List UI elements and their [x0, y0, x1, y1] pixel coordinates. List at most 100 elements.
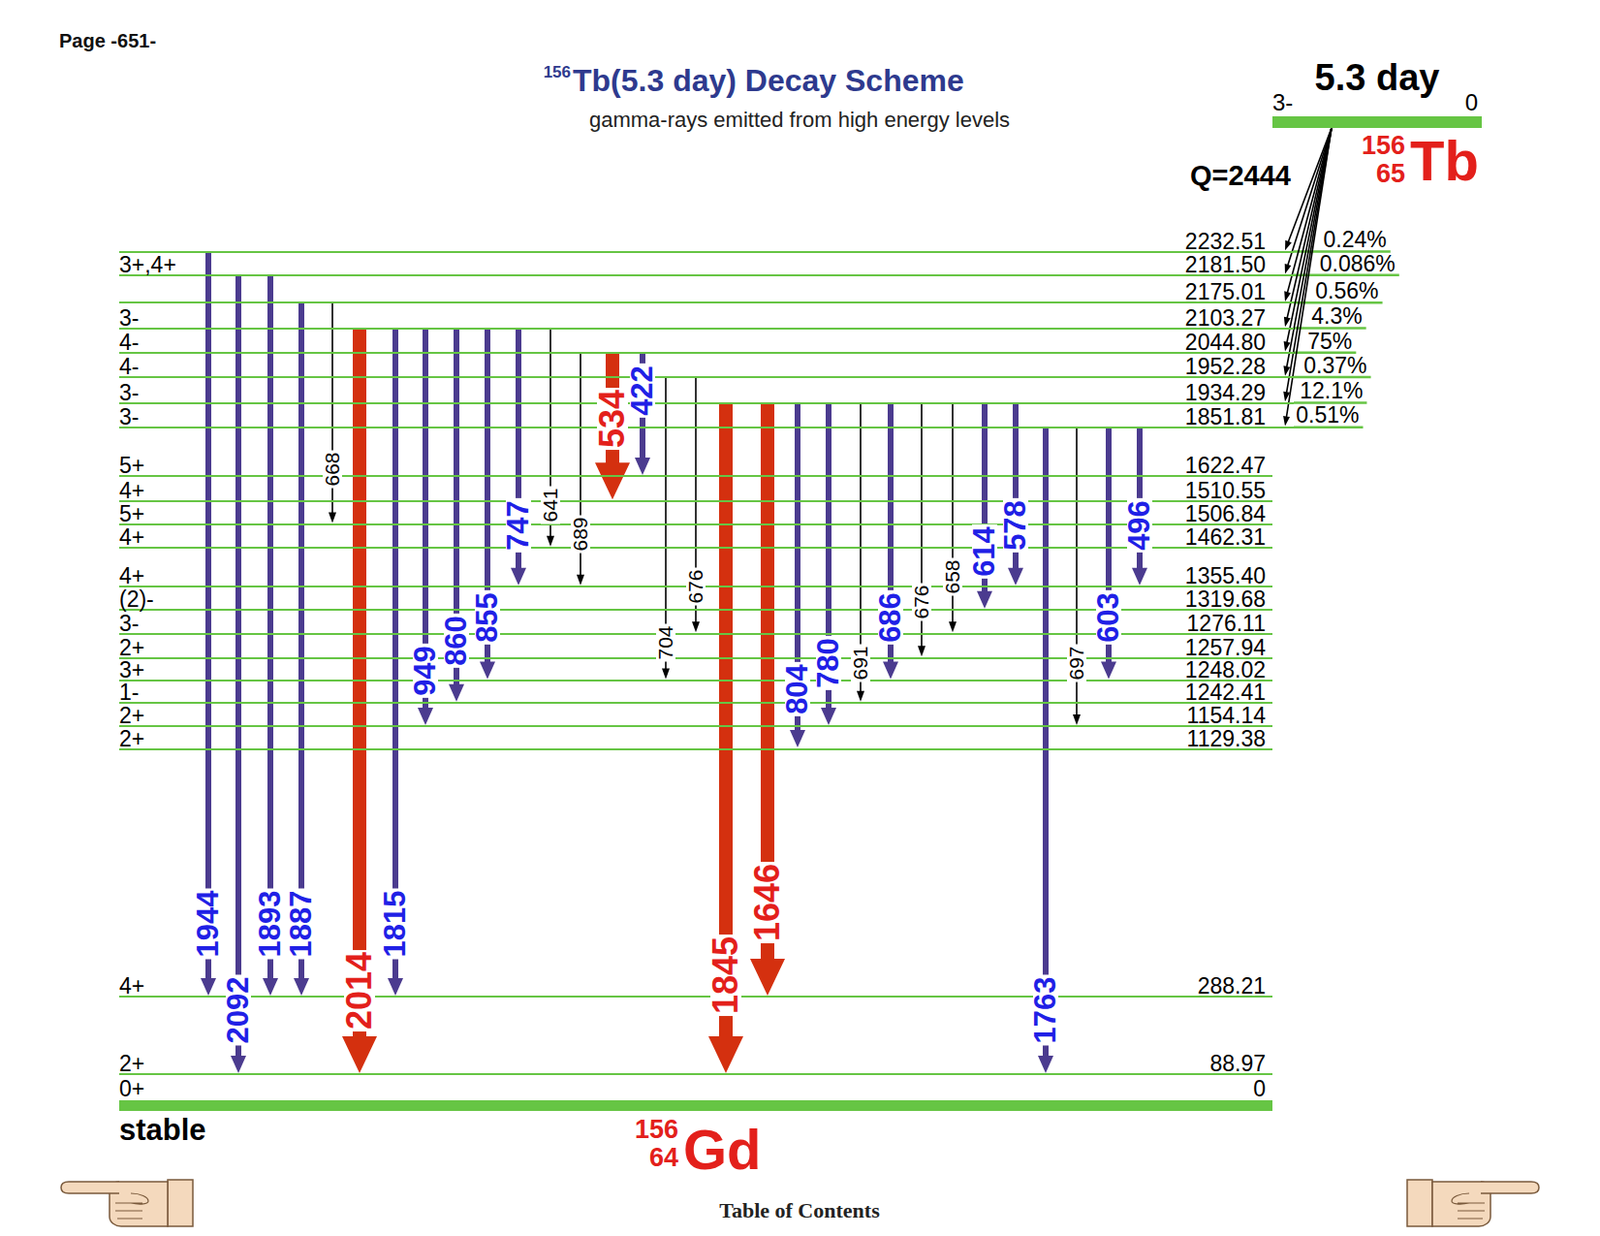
- gamma-energy: 697: [1066, 643, 1087, 682]
- half-life: 5.3 day: [1315, 56, 1441, 99]
- stable-label: stable: [119, 1113, 207, 1147]
- hand-cuff: [167, 1179, 193, 1226]
- gamma-energy: 689: [570, 514, 591, 553]
- gamma-energy: 1887: [288, 888, 314, 960]
- energy-label: 1510.55: [1185, 480, 1266, 501]
- level-extension: [1293, 301, 1383, 305]
- energy-label: 1248.02: [1185, 659, 1266, 680]
- spin-label: 3-: [119, 407, 139, 427]
- gamma-arrow: [750, 402, 785, 996]
- energy-label: 1851.81: [1185, 407, 1266, 427]
- atomic-number: 64: [649, 1143, 679, 1173]
- gamma-energy: 780: [815, 635, 842, 691]
- nav-link: Table of Contents: [719, 1198, 879, 1223]
- element-symbol: Gd: [683, 1118, 762, 1181]
- hand-icons: [61, 1179, 1539, 1226]
- gamma-energy: 578: [1003, 498, 1029, 553]
- energy-label: 1242.41: [1185, 682, 1266, 702]
- gamma-arrow: [328, 302, 337, 523]
- energy-level: 4+288.21: [119, 975, 1273, 998]
- spin-label: 2+: [119, 728, 145, 749]
- hand-finger: [1480, 1181, 1539, 1193]
- beta-intensity: 75%: [1307, 331, 1352, 351]
- energy-label: 1622.47: [1185, 455, 1266, 475]
- spin-label: 0+: [119, 1078, 145, 1099]
- mass-number: 156: [543, 63, 571, 83]
- level-extension: [1293, 326, 1367, 330]
- energy-level: 1-1242.41: [119, 682, 1273, 704]
- energy-level: 4+1462.31: [119, 527, 1273, 549]
- beta-intensity: 12.1%: [1299, 380, 1363, 401]
- energy-level: 2232.51: [119, 231, 1294, 253]
- energy-level: 3+,4+2181.50: [119, 254, 1294, 277]
- energy-label: 2232.51: [1185, 231, 1266, 251]
- energy-label: 1355.40: [1185, 565, 1266, 586]
- spin-label: 5+: [119, 455, 145, 475]
- energy-label: 1129.38: [1187, 728, 1266, 749]
- transitions: [200, 127, 1333, 1073]
- energy-label: 1952.28: [1185, 356, 1266, 377]
- hand-icon: [1407, 1179, 1539, 1226]
- level-extension: [1293, 401, 1367, 405]
- mass-number: 156: [1361, 131, 1406, 161]
- energy-label: 0: [1253, 1078, 1266, 1099]
- spin-label: 3+,4+: [119, 254, 177, 275]
- energy-label: 2103.27: [1185, 308, 1266, 328]
- hand-icon: [61, 1179, 193, 1226]
- energy-label: 1154.14: [1187, 705, 1266, 725]
- beta-intensity: 0.086%: [1319, 253, 1396, 274]
- energy-level: 5+ 1506.84: [119, 503, 1273, 526]
- energy-level: 4- 2044.80: [119, 332, 1294, 354]
- energy-level: 2+88.97: [119, 1053, 1273, 1075]
- element-symbol: Tb: [1410, 129, 1479, 192]
- spin-label: 5+: [119, 503, 145, 524]
- beta-intensity: 0.37%: [1303, 355, 1367, 376]
- gamma-energy: 2014: [344, 949, 376, 1032]
- energy-label: 1276.11: [1187, 613, 1266, 633]
- gamma-energy: 668: [322, 449, 343, 488]
- page-number: Page -651-: [59, 30, 157, 52]
- spin-label: 3+: [119, 659, 145, 680]
- hand-knuckles: [1451, 1192, 1485, 1219]
- gamma-energy: 704: [656, 623, 676, 661]
- gamma-energy: 496: [1127, 498, 1153, 553]
- energy-level: 2175.01: [119, 282, 1294, 304]
- gamma-energy: 1845: [710, 934, 742, 1016]
- hand-finger: [61, 1181, 120, 1193]
- energy-level: 3-1934.29: [119, 382, 1294, 405]
- subtitle: gamma-rays emitted from high energy leve…: [589, 108, 1010, 132]
- energy-label: 2044.80: [1185, 332, 1266, 352]
- energy-level: 3- 1851.81: [119, 407, 1294, 429]
- energy-label: 1257.94: [1185, 637, 1266, 658]
- ground-bar: [119, 1099, 1273, 1111]
- spin-label: 2+: [119, 705, 145, 725]
- beta-intensity: 4.3%: [1311, 306, 1362, 326]
- beta-intensity: 0.24%: [1323, 229, 1387, 250]
- gamma-energy: 747: [505, 498, 532, 553]
- spin-label: 3-: [119, 308, 139, 328]
- gamma-arrow: [595, 352, 630, 500]
- gamma-energy: 1893: [257, 888, 283, 960]
- spin-label: 2+: [119, 1053, 145, 1073]
- beta-intensity: 0.56%: [1315, 281, 1379, 301]
- energy-label: 1319.68: [1185, 589, 1266, 609]
- level-extension: [1293, 351, 1356, 355]
- energy-label: 288.21: [1197, 975, 1266, 996]
- spin-label: 4+: [119, 565, 145, 586]
- gamma-arrow: [262, 275, 279, 996]
- hand-knuckles: [115, 1192, 149, 1219]
- spin-label: 4-: [119, 332, 139, 352]
- spin-label: 3-: [119, 382, 139, 403]
- spin-label: 4+: [119, 480, 145, 501]
- gamma-energy: 422: [629, 363, 656, 418]
- energy-label: 1506.84: [1185, 503, 1266, 524]
- gamma-arrow: [342, 328, 377, 1073]
- q-value: Q=2444: [1190, 160, 1291, 192]
- gamma-energy: 1646: [752, 861, 784, 943]
- spin-label: 3-: [119, 613, 139, 633]
- level-extension: [1293, 274, 1400, 278]
- gamma-energy: 860: [443, 613, 470, 668]
- gamma-energy: 1815: [382, 888, 408, 960]
- gamma-energy: 658: [942, 557, 963, 596]
- parent-level: 5.3 day3-0: [1272, 58, 1482, 128]
